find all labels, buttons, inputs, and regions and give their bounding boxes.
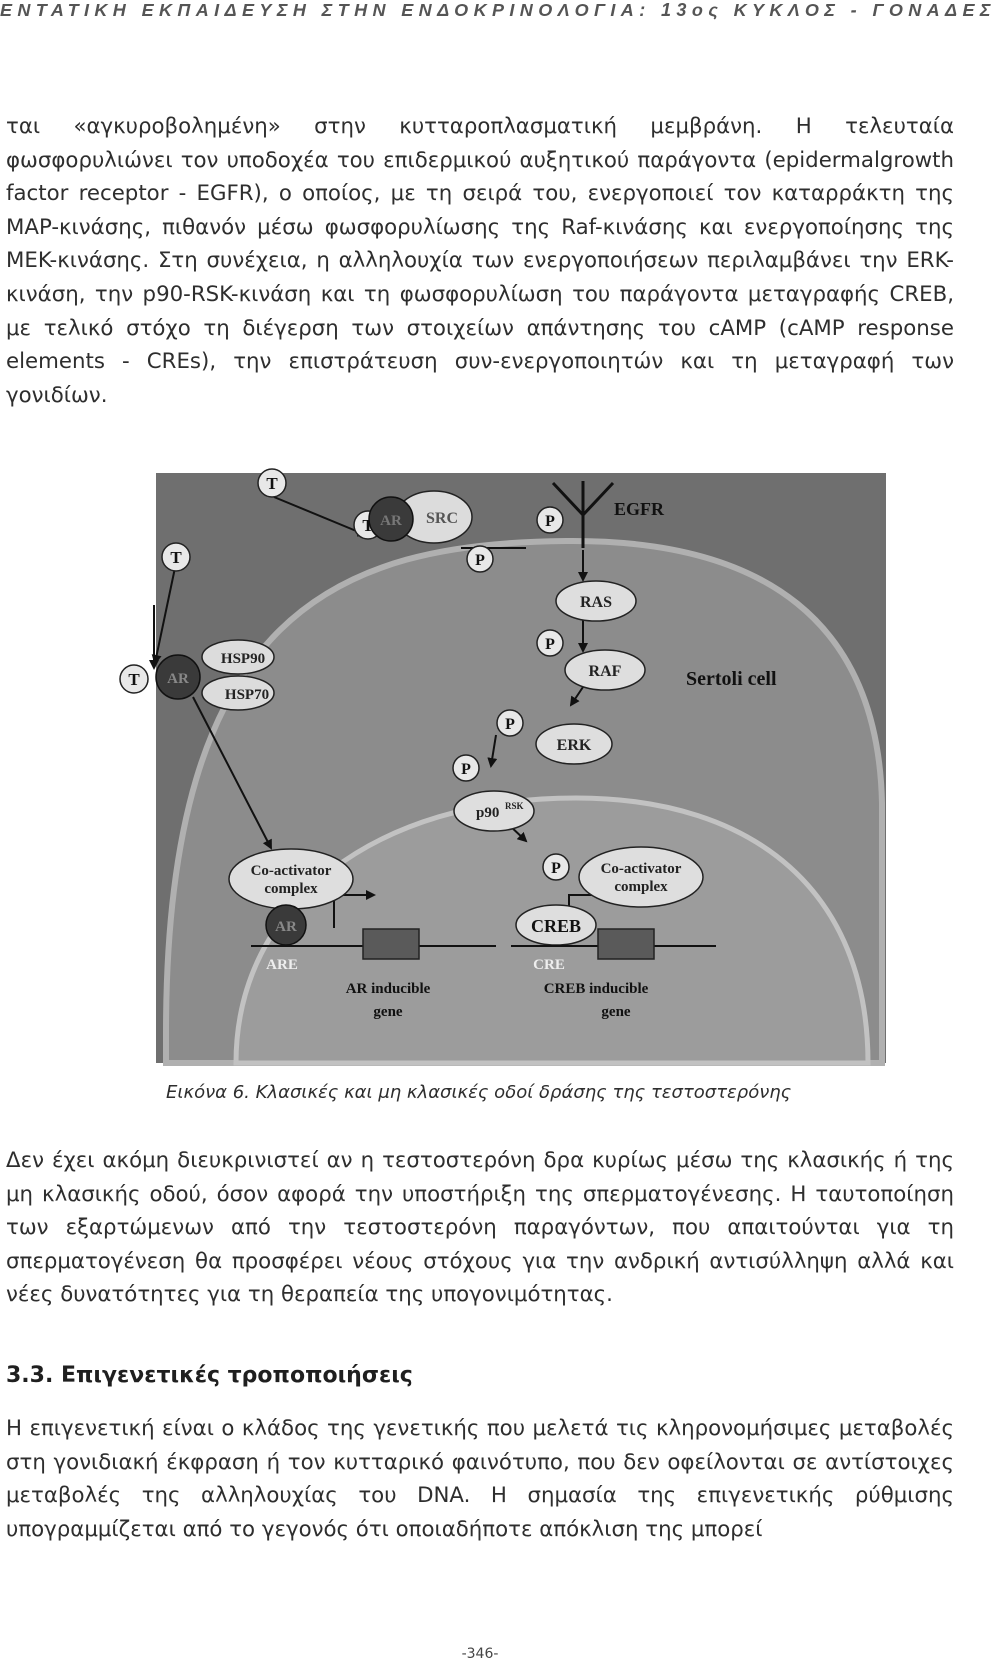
complex-label: complex <box>264 881 318 897</box>
src-label: SRC <box>426 510 458 527</box>
ar-gene-box <box>362 928 420 960</box>
pathway-figure: EGFR T T T <box>119 468 886 1066</box>
ar-gene-label: gene <box>373 1004 403 1020</box>
phospho-ras: P <box>536 629 564 657</box>
arrow-t-to-ar-membrane <box>273 496 368 537</box>
arrow-erk-to-p90 <box>487 734 498 768</box>
sertoli-cell-label: Sertoli cell <box>686 668 777 690</box>
p-label: P <box>461 761 471 778</box>
erk-label: ERK <box>557 737 592 754</box>
t-label: T <box>128 670 140 689</box>
p-label: P <box>505 716 515 733</box>
egfr-label: EGFR <box>614 499 665 519</box>
ar-label: AR <box>167 671 189 687</box>
t-label: T <box>170 548 182 567</box>
figure-caption: Εικόνα 6. Κλασικές και μη κλασικές οδοί … <box>166 1082 792 1103</box>
arrow-ar-to-nucleus <box>192 696 272 850</box>
raf-label: RAF <box>589 663 622 680</box>
creb-label: CREB <box>531 916 581 936</box>
running-header: ΕΝΤΑΤΙΚΗ ΕΚΠΑΙΔΕΥΣΗ ΣΤΗΝ ΕΝΔΟΚΡΙΝΟΛΟΓΙΑ:… <box>0 0 996 20</box>
pathway-diagram: EGFR T T T <box>119 468 885 1066</box>
ar-inducible-label: AR inducible <box>346 981 431 997</box>
complex-label: complex <box>614 879 668 895</box>
section-heading: 3.3. Επιγενετικές τροποποιήσεις <box>6 1363 413 1388</box>
ar-coactivator-complex: Co-activator complex <box>228 848 354 910</box>
creb-inducible-label: CREB inducible <box>544 981 649 997</box>
ar-hsp-complex: AR HSP90 HSP70 <box>155 639 275 711</box>
coactivator-label: Co-activator <box>601 861 682 877</box>
are-label: ARE <box>266 957 298 973</box>
testosterone-molecule-2: T <box>161 542 191 572</box>
phospho-src: P <box>466 545 494 573</box>
nuclear-ar: AR <box>265 904 307 946</box>
creb-node: CREB <box>515 904 597 946</box>
hsp90-label: HSP90 <box>221 651 265 667</box>
p90rsk-node: p90 RSK <box>453 790 535 832</box>
phospho-creb: P <box>542 853 570 881</box>
phospho-erk: P <box>496 709 524 737</box>
membrane-ar-src-complex: AR SRC <box>368 490 473 544</box>
t-label: T <box>266 474 278 493</box>
ar-label: AR <box>380 513 402 529</box>
ar-label: AR <box>275 919 297 935</box>
testosterone-molecule-4: T <box>119 664 149 694</box>
p-label: P <box>545 513 555 530</box>
phospho-egfr: P <box>536 506 564 534</box>
ras-node: RAS <box>555 580 637 622</box>
creb-coactivator-complex: Co-activator complex <box>578 846 704 908</box>
cre-label: CRE <box>533 957 565 973</box>
arrow-raf-to-erk <box>569 686 584 707</box>
p-label: P <box>545 636 555 653</box>
body-paragraph-2: Δεν έχει ακόμη διευκρινιστεί αν η τεστοσ… <box>6 1148 954 1308</box>
body-paragraph-3: Η επιγενετική είναι ο κλάδος της γενετικ… <box>6 1416 954 1542</box>
arrow-t-to-ar <box>151 562 177 665</box>
body-paragraph-1: ται «αγκυροβολημένη» στην κυτταροπλασματ… <box>6 114 954 408</box>
rsk-superscript: RSK <box>505 801 524 811</box>
p-label: P <box>551 860 561 877</box>
erk-node: ERK <box>535 723 613 765</box>
coactivator-label: Co-activator <box>251 863 332 879</box>
creb-gene-label: gene <box>601 1004 631 1020</box>
raf-node: RAF <box>564 649 646 691</box>
creb-gene-box <box>597 928 655 960</box>
egfr-receptor <box>551 481 615 548</box>
phospho-p90: P <box>452 754 480 782</box>
ras-label: RAS <box>580 594 612 611</box>
hsp70-label: HSP70 <box>225 687 269 703</box>
testosterone-molecule-1: T <box>257 468 287 498</box>
p-label: P <box>475 552 485 569</box>
p90-label: p90 <box>476 805 499 821</box>
page-number: -346- <box>461 1646 499 1662</box>
